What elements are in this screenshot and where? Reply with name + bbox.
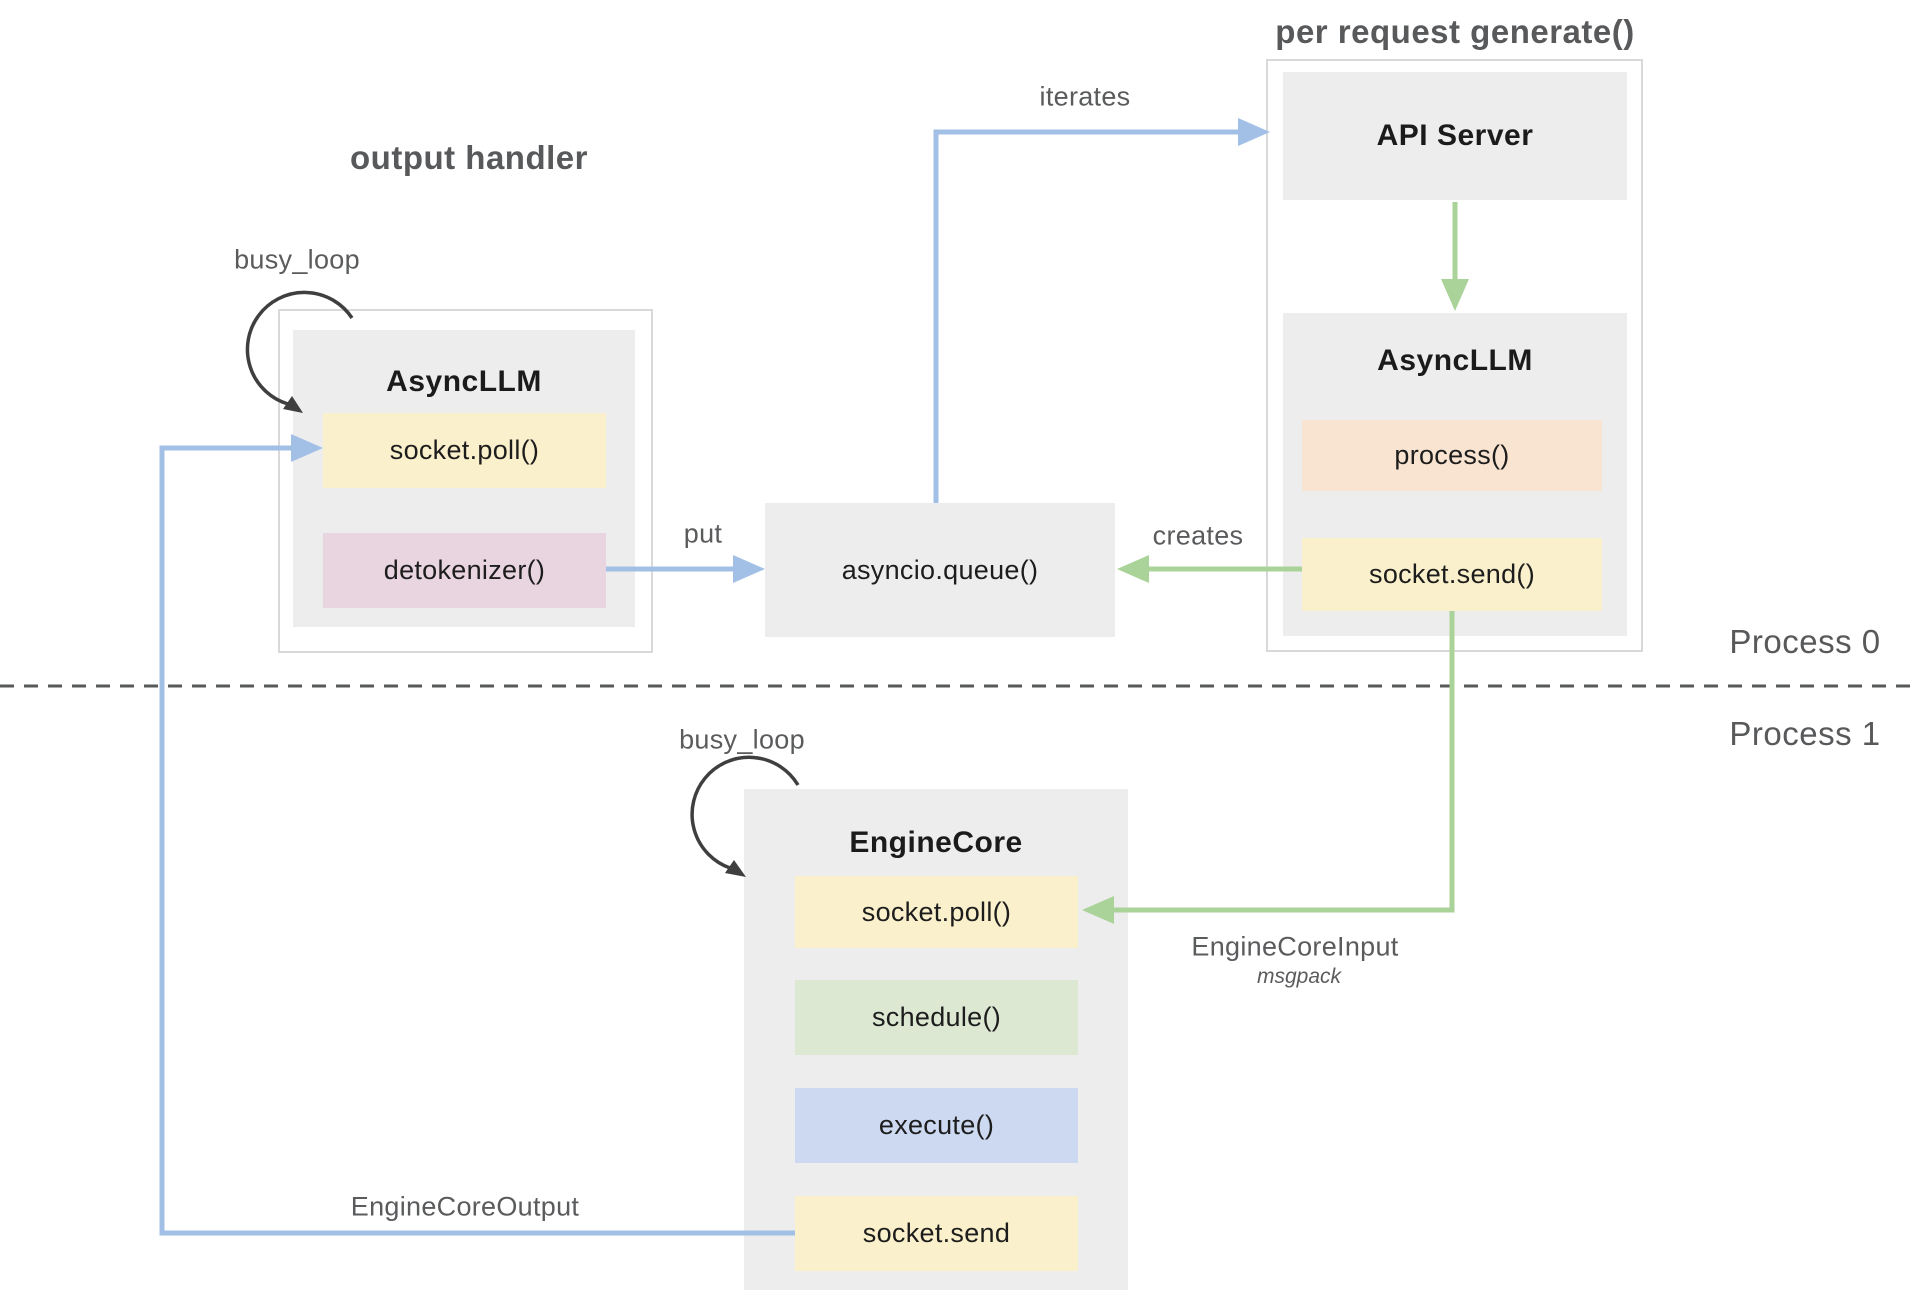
method-socket-poll-left: socket.poll() [323,413,606,488]
method-ec-execute-label: execute() [878,1110,995,1140]
process-0-label: Process 0 [1729,623,1881,660]
method-detokenizer: detokenizer() [323,533,606,608]
section-title-output-handler: output handler [350,139,588,176]
enginecore-title: EngineCore [849,826,1023,859]
method-detokenizer-label: detokenizer() [383,555,546,585]
busy-loop-label-left: busy_loop [234,244,360,275]
method-process: process() [1302,420,1602,491]
edge-label-iterates: iterates [1039,81,1131,112]
method-ec-execute: execute() [795,1088,1078,1163]
method-ec-schedule: schedule() [795,980,1078,1055]
edge-label-enginecore-input: EngineCoreInput [1191,931,1399,962]
edge-label-enginecore-output: EngineCoreOutput [350,1191,580,1222]
method-ec-socket-send-label: socket.send [862,1218,1011,1248]
asyncio-queue-label: asyncio.queue() [841,554,1039,585]
method-ec-socket-poll-label: socket.poll() [861,896,1012,927]
method-ec-socket-poll: socket.poll() [795,876,1078,948]
method-ec-socket-send: socket.send [795,1196,1078,1271]
node-asyncio-queue: asyncio.queue() [765,503,1115,637]
api-server-panel [1283,72,1627,200]
method-socket-send-right: socket.send() [1302,538,1602,611]
busy-loop-label-bottom: busy_loop [679,724,805,755]
asyncllm-left-title: AsyncLLM [386,365,542,398]
method-process-label: process() [1394,440,1510,470]
edge-label-put: put [683,518,723,549]
method-ec-schedule-label: schedule() [871,1002,1002,1032]
method-socket-send-right-label: socket.send() [1369,559,1535,589]
edge-label-creates: creates [1152,520,1244,551]
api-server-title: API Server [1376,119,1534,152]
method-socket-poll-left-label: socket.poll() [389,435,540,465]
asyncllm-right-title: AsyncLLM [1377,344,1533,377]
edge-label-msgpack: msgpack [1256,965,1342,988]
section-title-per-request-generate: per request generate() [1275,13,1635,50]
process-1-label: Process 1 [1729,715,1881,752]
